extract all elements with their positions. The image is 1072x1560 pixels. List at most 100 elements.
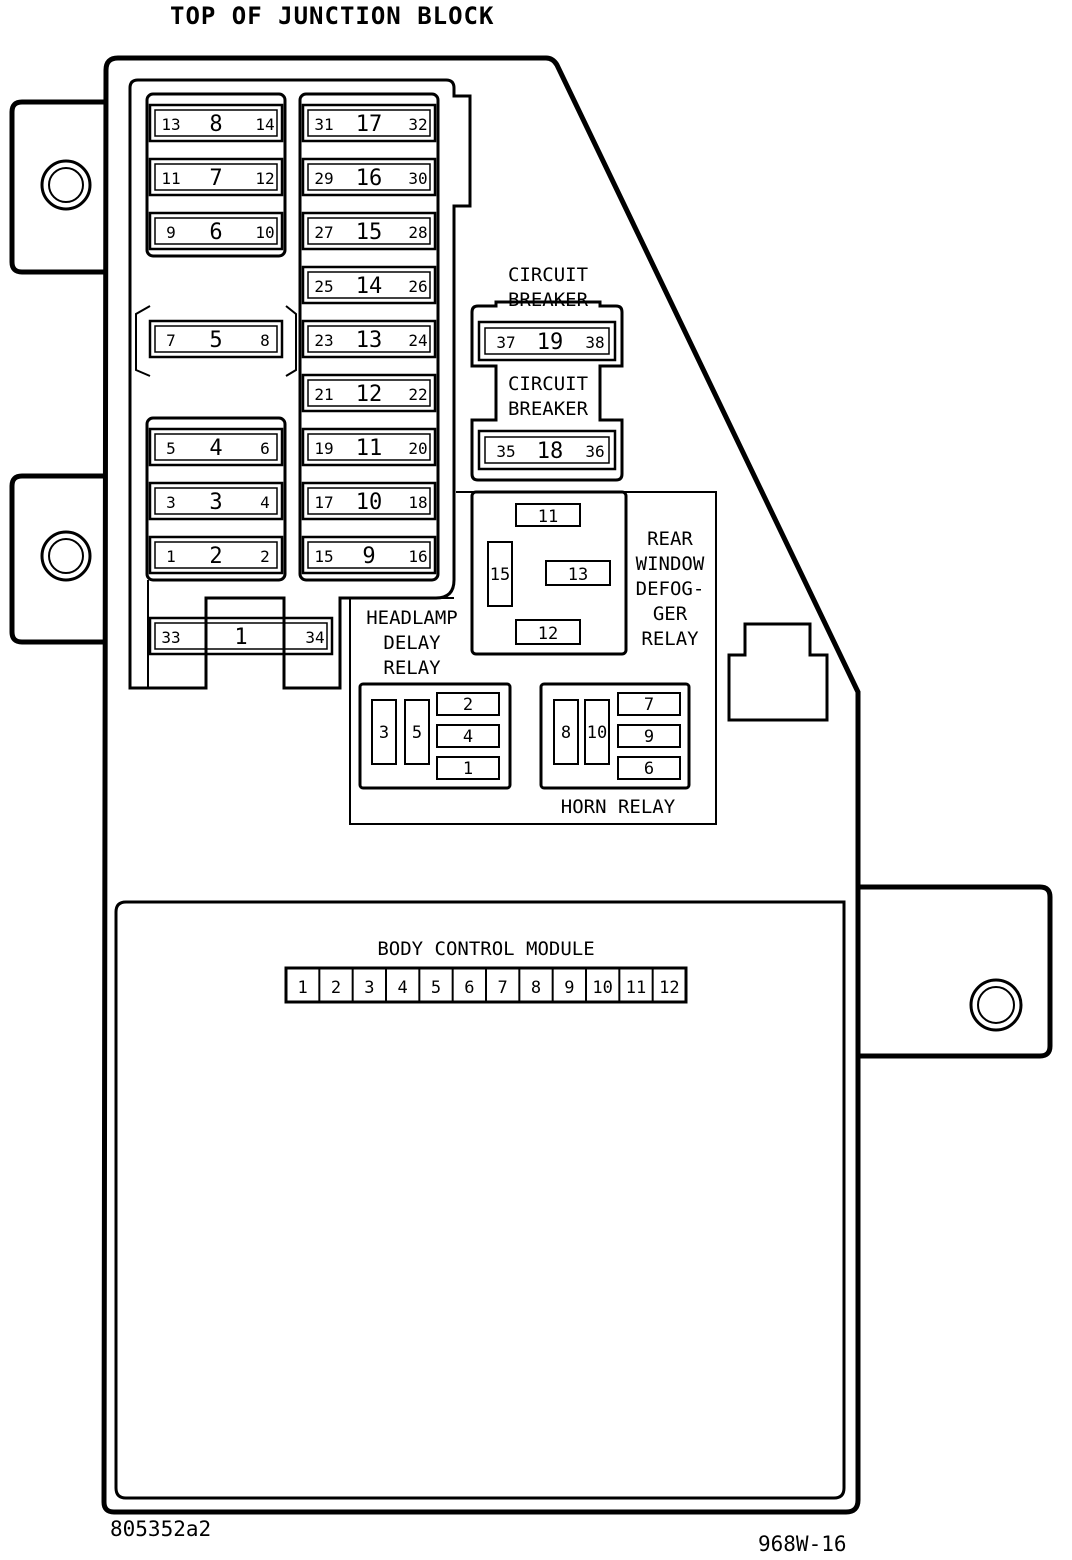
bcm-pin-2: 2 bbox=[331, 978, 341, 998]
relay-pin-11 bbox=[515, 503, 581, 527]
diagram-label: DELAY bbox=[383, 632, 441, 654]
bcm-pin-6: 6 bbox=[464, 978, 474, 998]
relay-pin-label: 8 bbox=[561, 723, 571, 743]
footer-left-code: 805352a2 bbox=[110, 1517, 212, 1541]
fuse-terminal-label: 12 bbox=[255, 169, 274, 188]
relay-pin-label: 12 bbox=[538, 624, 558, 644]
bcm-pin-11: 11 bbox=[626, 978, 646, 998]
diagram-title: TOP OF JUNCTION BLOCK bbox=[170, 2, 495, 30]
fuse-number-label: 17 bbox=[356, 112, 383, 137]
fuse-terminal-label: 29 bbox=[314, 169, 333, 188]
fuse-terminal-label: 30 bbox=[408, 169, 427, 188]
fuse-terminal-label: 27 bbox=[314, 223, 333, 242]
fuse-terminal-label: 19 bbox=[314, 439, 333, 458]
relay-pin-label: 1 bbox=[463, 759, 473, 779]
fuse-terminal-label: 18 bbox=[408, 493, 427, 512]
fuse-terminal-label: 2 bbox=[260, 547, 270, 566]
right-mounting-tab bbox=[858, 884, 1053, 1059]
fuse-terminal-label: 26 bbox=[408, 277, 427, 296]
relay-pin-15 bbox=[487, 541, 513, 607]
fuse-group-frame-right bbox=[298, 92, 440, 582]
relay-pin-label: 10 bbox=[587, 723, 607, 743]
footer-right-code: 968W-16 bbox=[758, 1532, 847, 1556]
junction-block-housing bbox=[101, 55, 861, 1515]
relay-area-outline bbox=[349, 491, 717, 825]
diagram-label: WINDOW bbox=[636, 553, 705, 575]
relay-pin-label: 5 bbox=[412, 723, 422, 743]
fuse-3: 3 3 4 bbox=[148, 481, 284, 521]
circuit-breaker-label: CIRCUIT bbox=[508, 373, 588, 395]
body-control-module-outline bbox=[114, 900, 846, 1500]
fuse-terminal-label: 5 bbox=[166, 439, 176, 458]
fuse-terminal-label: 3 bbox=[166, 493, 176, 512]
fuse-terminal-label: 32 bbox=[408, 115, 427, 134]
rear-defogger-relay bbox=[470, 490, 628, 656]
fuse-number-label: 14 bbox=[356, 274, 383, 299]
fuse-14: 25 14 26 bbox=[301, 265, 437, 305]
fuse-terminal-label: 1 bbox=[166, 547, 176, 566]
bcm-pin-7: 7 bbox=[498, 978, 508, 998]
fuse-number-label: 8 bbox=[209, 112, 222, 137]
left-upper-mounting-tab bbox=[9, 99, 106, 275]
fuse-terminal-label: 4 bbox=[260, 493, 270, 512]
bcm-pin-1: 1 bbox=[298, 978, 308, 998]
circuit-breaker-label: BREAKER bbox=[508, 398, 589, 420]
fuse-terminal-label: 21 bbox=[314, 385, 333, 404]
fuse-15: 27 15 28 bbox=[301, 211, 437, 251]
right-bolt-hole bbox=[969, 978, 1023, 1032]
relay-pin-12 bbox=[515, 619, 581, 645]
fuse-terminal-label: 25 bbox=[314, 277, 333, 296]
fuse-number-label: 10 bbox=[356, 490, 383, 515]
relay-pin-label: 7 bbox=[644, 695, 654, 715]
fuse-terminal-label: 13 bbox=[161, 115, 180, 134]
fuse-16: 29 16 30 bbox=[301, 157, 437, 197]
fuse-number-label: 16 bbox=[356, 166, 383, 191]
fuse-number-label: 3 bbox=[209, 490, 222, 515]
bcm-pin-5: 5 bbox=[431, 978, 441, 998]
fuse-terminal-label: 14 bbox=[255, 115, 274, 134]
circuit-breaker-label: BREAKER bbox=[508, 289, 589, 311]
fuse-terminal-label: 8 bbox=[260, 331, 270, 350]
fuse-number-label: 11 bbox=[356, 436, 383, 461]
fuse-number-label: 4 bbox=[209, 436, 222, 461]
fuse-8: 13 8 14 bbox=[148, 103, 284, 143]
fuse-number-label: 2 bbox=[209, 544, 222, 569]
fuse-number-label: 15 bbox=[356, 220, 383, 245]
headlamp-delay-relay-label: HEADLAMP DELAY RELAY bbox=[366, 607, 458, 679]
side-connector bbox=[727, 622, 829, 722]
body-control-module-label: BODY CONTROL MODULE bbox=[377, 938, 594, 960]
fuse-terminal-label: 16 bbox=[408, 547, 427, 566]
fuse-2: 1 2 2 bbox=[148, 535, 284, 575]
bcm-pin-12: 12 bbox=[659, 978, 679, 998]
fuse-number-label: 5 bbox=[209, 328, 222, 353]
relay-pin-label: 9 bbox=[644, 727, 654, 747]
fuse-terminal-label: 28 bbox=[408, 223, 427, 242]
relay-pin-label: 11 bbox=[538, 507, 558, 527]
fuse-terminal-label: 34 bbox=[305, 628, 324, 647]
relay-pin-label: 15 bbox=[490, 565, 510, 585]
fuse-terminal-label: 17 bbox=[314, 493, 333, 512]
bcm-pin-8: 8 bbox=[531, 978, 541, 998]
fuse-terminal-label: 23 bbox=[314, 331, 333, 350]
circuit-breaker-label: CIRCUIT bbox=[508, 264, 588, 286]
circuit-breaker-housing bbox=[470, 300, 624, 482]
left-lower-bolt-hole bbox=[40, 530, 92, 582]
breaker-terminal-label: 35 bbox=[496, 442, 515, 461]
relay-pin-label: 4 bbox=[463, 727, 473, 747]
fuse-terminal-label: 15 bbox=[314, 547, 333, 566]
horn-relay-label: HORN RELAY bbox=[561, 796, 676, 818]
